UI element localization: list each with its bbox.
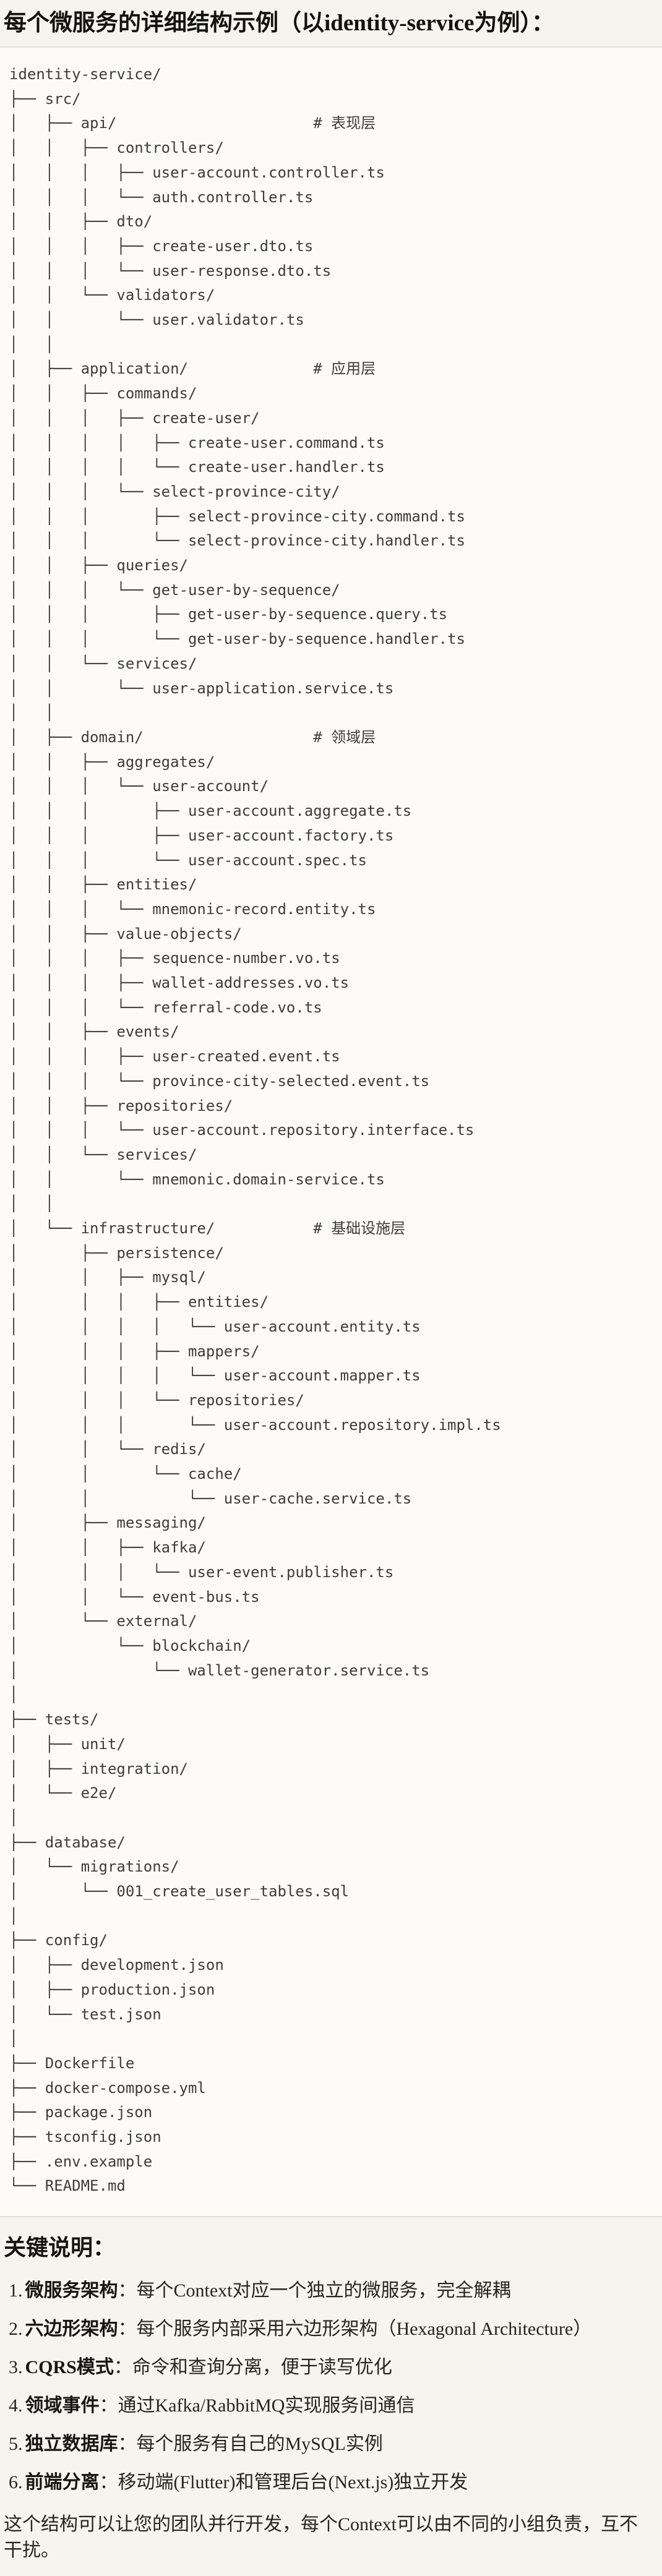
note-item: 5.独立数据库：每个服务有自己的MySQL实例 — [9, 2431, 655, 2457]
note-item-text: ：命令和查询分离，便于读写优化 — [113, 2357, 392, 2378]
note-item-term: 独立数据库 — [25, 2434, 118, 2455]
note-item: 4.领域事件：通过Kafka/RabbitMQ实现服务间通信 — [9, 2393, 655, 2419]
notes-heading: 关键说明： — [4, 2235, 116, 2261]
note-item-term: 领域事件 — [25, 2395, 100, 2416]
note-item: 6.前端分离：移动端(Flutter)和管理后台(Next.js)独立开发 — [9, 2470, 655, 2496]
note-item: 3.CQRS模式：命令和查询分离，便于读写优化 — [9, 2355, 655, 2381]
note-item: 2.六边形架构：每个服务内部采用六边形架构（Hexagonal Architec… — [9, 2316, 655, 2342]
code-block: identity-service/ ├── src/ │ ├── api/ # … — [0, 46, 662, 2218]
note-item: 1.微服务架构：每个Context对应一个独立的微服务，完全解耦 — [9, 2278, 655, 2304]
note-item-number: 1. — [9, 2280, 23, 2301]
notes-section: 关键说明： 1.微服务架构：每个Context对应一个独立的微服务，完全解耦 2.… — [0, 2217, 662, 2576]
note-item-text: ：每个Context对应一个独立的微服务，完全解耦 — [118, 2280, 511, 2301]
directory-tree: identity-service/ ├── src/ │ ├── api/ # … — [9, 66, 501, 2195]
note-item-term: 六边形架构 — [25, 2319, 118, 2340]
note-item-text: ：移动端(Flutter)和管理后台(Next.js)独立开发 — [99, 2472, 468, 2493]
note-item-number: 2. — [9, 2319, 23, 2340]
closing-paragraph: 这个结构可以让您的团队并行开发，每个Context可以由不同的小组负责，互不干扰… — [4, 2514, 638, 2561]
note-item-text: ：通过Kafka/RabbitMQ实现服务间通信 — [99, 2395, 415, 2416]
note-item-number: 6. — [9, 2472, 23, 2493]
note-item-term: 前端分离 — [25, 2472, 100, 2493]
note-item-text: ：每个服务有自己的MySQL实例 — [118, 2434, 383, 2455]
note-item-term: 微服务架构 — [25, 2280, 118, 2301]
document-header: 每个微服务的详细结构示例（以identity-service为例）： — [0, 0, 662, 38]
note-item-number: 4. — [9, 2395, 23, 2416]
page-title: 每个微服务的详细结构示例（以identity-service为例）： — [4, 11, 554, 36]
note-item-number: 5. — [9, 2434, 23, 2455]
note-item-number: 3. — [9, 2357, 23, 2378]
note-item-term: CQRS模式 — [25, 2357, 114, 2378]
note-item-text: ：每个服务内部采用六边形架构（Hexagonal Architecture） — [118, 2319, 592, 2340]
